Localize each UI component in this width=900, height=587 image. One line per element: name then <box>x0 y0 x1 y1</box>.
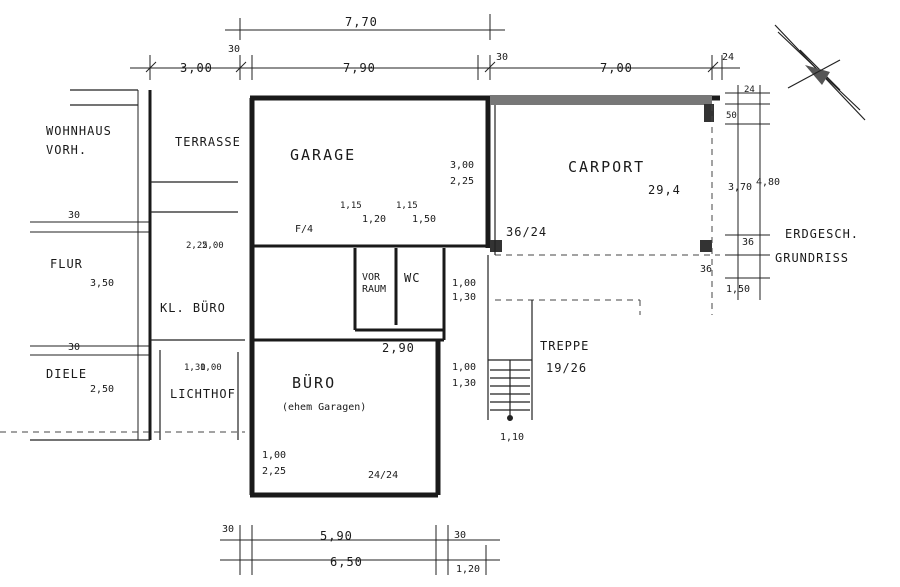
dim-label: 2,25 <box>186 241 208 251</box>
label-flur: FLUR <box>50 257 83 271</box>
dim-label: 1,50 <box>412 214 436 225</box>
label-wc: WC <box>404 271 420 285</box>
dim-label: 2,00 <box>202 241 224 251</box>
dim-label: 30 <box>68 342 80 353</box>
label-treppe-steps: 19/26 <box>546 361 587 375</box>
label-wohnhaus-vorh: VORH. <box>46 143 87 157</box>
dim-label: 1,30 <box>452 292 476 303</box>
dim-label: F/4 <box>295 224 313 235</box>
dim-label: 1,50 <box>726 284 750 295</box>
label-terrasse: TERRASSE <box>175 135 241 149</box>
label-carport-area: 29,4 <box>648 183 681 197</box>
dim-label: 1,00 <box>200 363 222 373</box>
bottom-dimension-lines <box>220 525 500 575</box>
left-dimension-lines <box>30 90 150 440</box>
label-title-erdgeschoss: ERDGESCH. <box>785 227 859 241</box>
dim-label: 24/24 <box>368 470 398 481</box>
label-buero: BÜRO <box>292 373 336 392</box>
dim-label: 36 <box>742 237 754 248</box>
dim-label: 5,90 <box>320 529 353 543</box>
dim-label: 30 <box>496 52 508 63</box>
staircase <box>487 255 533 421</box>
dim-label: 2,25 <box>450 176 474 187</box>
dim-label: 7,00 <box>600 61 633 75</box>
dim-label: 6,50 <box>330 555 363 569</box>
label-title-grundriss: GRUNDRISS <box>775 251 849 265</box>
dim-label: 1,20 <box>362 214 386 225</box>
dim-label: 7,90 <box>343 61 376 75</box>
dim-label: 3,00 <box>450 160 474 171</box>
label-garage: GARAGE <box>290 146 356 164</box>
dim-label: 2,25 <box>262 466 286 477</box>
dim-label: 7,70 <box>345 15 378 29</box>
dim-label: 2,50 <box>90 384 114 395</box>
carport-post <box>700 240 712 252</box>
dim-label: 1,00 <box>452 278 476 289</box>
dim-label: 1,20 <box>456 564 480 575</box>
label-buero-note: (ehem Garagen) <box>282 402 366 413</box>
dim-label: 24 <box>744 85 755 95</box>
dim-label: 3,70 <box>728 182 752 193</box>
dim-label: 50 <box>726 111 737 121</box>
dim-label: 30 <box>68 210 80 221</box>
existing-house <box>0 89 245 441</box>
dim-label: 24 <box>722 52 734 63</box>
dim-label: 1,00 <box>452 362 476 373</box>
dim-label: 4,80 <box>756 177 780 188</box>
carport-beam <box>490 95 712 105</box>
label-kl-buero: KL. BÜRO <box>160 299 226 315</box>
carport-post <box>490 240 502 252</box>
label-treppe: TREPPE <box>540 339 589 353</box>
label-lichthof: LICHTHOF <box>170 387 236 401</box>
dim-label: 36 <box>700 264 712 275</box>
dim-label: 2,90 <box>382 341 415 355</box>
carport-outline <box>494 105 720 315</box>
dim-label: 1,15 <box>340 201 362 211</box>
dim-label: 1,15 <box>396 201 418 211</box>
dim-label: 30 <box>454 530 466 541</box>
north-arrow-icon <box>774 24 866 121</box>
dim-label: 3,00 <box>180 61 213 75</box>
label-diele: DIELE <box>46 367 87 381</box>
dim-label: 30 <box>222 524 234 535</box>
label-vorraum: VOR <box>362 272 381 283</box>
dim-label: 1,30 <box>184 363 206 373</box>
label-vorraum-2: RAUM <box>362 284 386 295</box>
dim-label: 1,30 <box>452 378 476 389</box>
label-wohnhaus: WOHNHAUS <box>46 124 112 138</box>
dim-label: 1,00 <box>262 450 286 461</box>
dim-label: 3,50 <box>90 278 114 289</box>
top-dimension-lines <box>130 14 740 80</box>
dim-label: 1,10 <box>500 432 524 443</box>
right-dimension-lines <box>725 85 770 300</box>
dim-label: 30 <box>228 44 240 55</box>
dim-label: 36/24 <box>506 225 547 239</box>
label-carport: CARPORT <box>568 158 645 176</box>
carport-post <box>704 104 714 122</box>
